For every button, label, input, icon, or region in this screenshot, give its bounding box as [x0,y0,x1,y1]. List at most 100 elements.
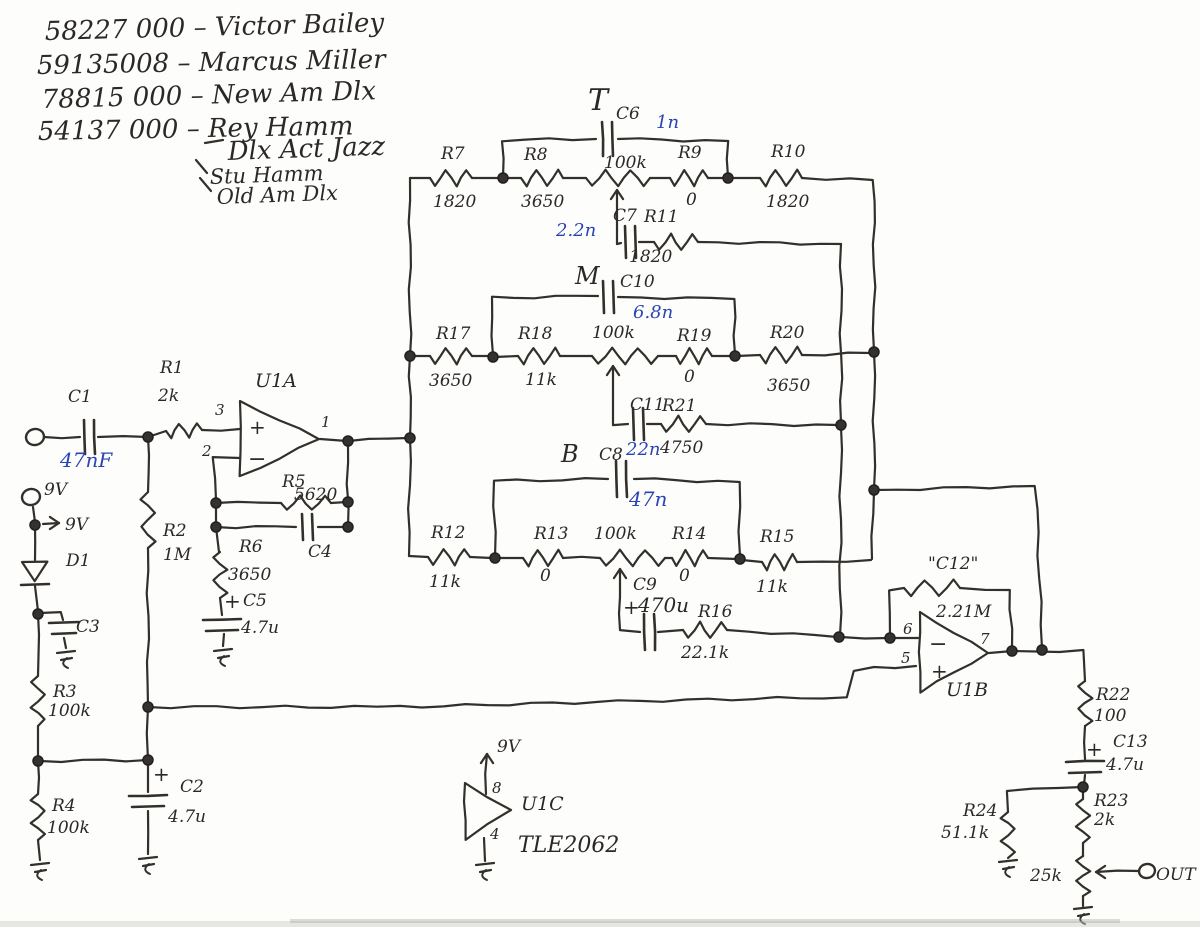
band-treble-label: T [588,83,610,118]
wire [958,586,1014,650]
label-c3: C3 [76,617,100,637]
wire [194,158,209,175]
wire [493,354,520,359]
value-r18: 11k [525,370,557,390]
label-r14: R14 [671,524,706,544]
junction-dot [729,350,741,362]
wire [725,628,839,639]
pot-bass [598,548,667,568]
9v-arrow [48,515,61,525]
resistor-feedback-c12 [902,578,962,598]
cap-c2 [130,804,166,809]
cap-c9 [652,612,657,652]
label-u1c: U1C [521,793,564,815]
junction-dot [29,519,41,531]
u1c-9v-arrow [485,752,495,765]
label-r18: R18 [517,324,553,344]
junction-dot [342,435,354,447]
value-r19: 0 [684,367,695,387]
wiper-arrow-output [1094,870,1107,880]
value-c6: 1n [656,112,679,133]
input-terminal [24,427,46,447]
label-c1: C1 [68,387,92,407]
value-r10: 1820 [766,192,809,212]
value-c1: 47nF [59,448,113,472]
wire [615,241,623,246]
wire [145,705,150,762]
value-r8: 3650 [521,192,564,212]
wire [617,595,642,634]
junction-dot [487,351,499,363]
label-r8: R8 [523,145,548,165]
value-r12: 11k [429,572,461,592]
wiper-arrow-bass [618,567,628,580]
ground-symbol [481,869,488,881]
ground-symbol [474,861,496,867]
resistor-r18 [516,346,562,366]
wire [203,138,225,145]
value-r21: 4750 [659,438,703,458]
resistor-r22 [1077,679,1094,728]
ground-symbol [997,858,1019,864]
ground-symbol [36,869,43,881]
ground-symbol [219,655,226,667]
c5-plus-sign: + [224,589,241,613]
value-c9: 470u [637,593,689,617]
pin-u1c-8: 8 [492,779,502,797]
wire [616,137,730,179]
pot-mid [590,346,660,366]
value-c10: 6.8n [633,302,673,323]
value-r6: 3650 [228,565,271,585]
wire [696,240,843,246]
cap-c4 [300,512,305,542]
resistor-r21 [659,414,708,433]
value-r24: 51.1k [941,823,989,843]
resistor-r4 [29,792,46,842]
pin-u1a-3: 3 [215,401,225,419]
wire [41,521,61,526]
pin-u1a-2: 2 [201,442,212,460]
wire [870,489,876,561]
diode-d1 [20,560,49,583]
wiper-arrow-mid [611,364,621,377]
pot-treble [584,168,652,188]
wire [492,477,610,559]
wire [872,484,1044,650]
value-r22: 100 [1094,706,1127,726]
junction-dot [32,755,44,767]
label-r22: R22 [1095,685,1130,705]
wire [838,242,844,425]
resistor-r6 [212,550,229,600]
wire [33,584,40,613]
cap-c2 [127,793,169,798]
wire [704,422,840,428]
wire [871,351,877,491]
label-r9: R9 [677,143,702,163]
label-r3: R3 [52,682,77,702]
resistor-r10 [758,168,804,188]
wire [96,435,150,439]
junction-dot [342,521,354,533]
value-r11: 1820 [629,247,672,267]
value-r4: 100k [47,818,90,838]
resistor-r3 [29,674,46,728]
wire [484,752,489,796]
label-u1b: U1B [946,679,988,701]
wire [800,351,873,357]
c2-plus-sign: + [153,762,170,786]
label-r11: R11 [643,207,678,227]
value-r16: 22.1k [680,643,729,663]
cap-c11 [641,406,646,442]
label-c4: C4 [308,542,332,562]
junction-dot [1036,644,1048,656]
label-r7: R7 [440,144,465,164]
ground-symbol [144,863,151,875]
wire [62,636,68,650]
resistor-r24 [999,810,1016,860]
value-c2: 4.7u [167,807,206,827]
label-r13: R13 [533,524,568,544]
wire [987,648,1087,683]
junction-dot [142,701,154,713]
resistor-r12 [426,548,472,567]
scan-artifact-dark [290,919,1120,923]
